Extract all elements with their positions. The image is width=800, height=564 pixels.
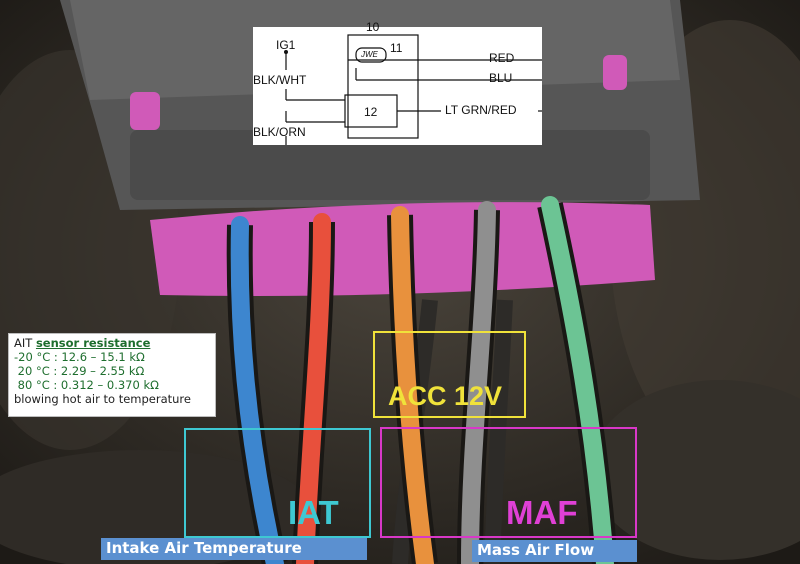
wire-label-blu: BLU	[489, 71, 513, 85]
wire-red	[296, 213, 331, 564]
pin-12-label: 12	[364, 105, 378, 119]
wire-label-blk-orn: BLK/ORN	[253, 125, 306, 139]
heater-symbol-label: JWE	[361, 50, 378, 59]
connector-id-label: 10	[366, 20, 380, 34]
acc-12v-label: ACC 12V	[388, 381, 503, 411]
wire-gray	[461, 201, 496, 564]
wires	[226, 196, 618, 564]
hose-bottom-right	[590, 380, 800, 560]
iat-wire-frame	[184, 428, 371, 538]
pink-tab-left	[130, 92, 160, 130]
mass-air-flow-caption: Mass Air Flow	[472, 540, 637, 562]
wire-label-lt-grn-red: LT GRN/RED	[445, 103, 517, 117]
acc-wire-frame	[373, 331, 526, 418]
sensor-resistance-link[interactable]: sensor resistance	[35, 336, 151, 350]
intake-air-temperature-caption: Intake Air Temperature	[101, 538, 367, 560]
pin-11-label: 11	[390, 41, 403, 55]
wiring-diagram-lines	[284, 34, 542, 145]
wire-black	[484, 299, 513, 564]
wire-orange	[391, 206, 434, 564]
iat-label: IAT	[288, 494, 339, 531]
wire-blue	[230, 216, 284, 564]
wire-label-blk-wht: BLK/WHT	[253, 73, 307, 87]
resistance-row: -20 °C : 12.6 – 15.1 kΩ	[14, 350, 145, 364]
resistance-note: blowing hot air to temperature	[14, 392, 191, 406]
connector-latch	[130, 130, 650, 200]
maf-wire-frame	[380, 427, 637, 538]
wire-green	[541, 196, 614, 564]
sensor-resistance-table: AIT sensor resistance -20 °C : 12.6 – 15…	[8, 333, 216, 417]
wire-label-red: RED	[489, 51, 515, 65]
hose-bottom-left	[0, 450, 310, 564]
maf-label: MAF	[506, 494, 578, 531]
ig1-label: IG1	[276, 38, 296, 52]
resistance-row: 80 °C : 0.312 – 0.370 kΩ	[14, 378, 159, 392]
wiring-diagram: 10 IG1 JWE 11 12 BLK/WHT BLK/ORN RED BLU…	[253, 21, 542, 145]
pink-tab-right	[603, 55, 627, 90]
ait-prefix: AIT	[14, 336, 33, 350]
resistance-row: 20 °C : 2.29 – 2.55 kΩ	[14, 364, 145, 378]
